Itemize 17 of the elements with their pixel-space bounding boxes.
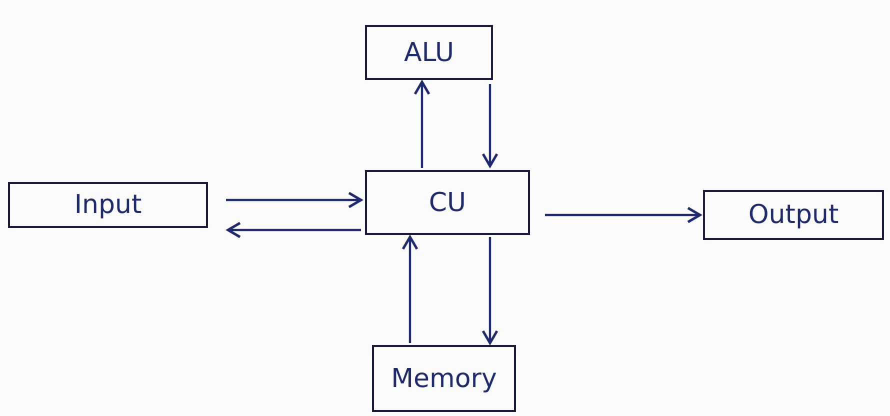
- arrow: [226, 222, 361, 238]
- arrow: [482, 237, 498, 344]
- arrow: [414, 80, 430, 168]
- process-box: [365, 25, 493, 80]
- node-label: Input: [74, 190, 142, 220]
- process-box: [703, 190, 884, 240]
- arrow: [482, 84, 498, 168]
- arrow: [545, 206, 702, 224]
- process-box: [365, 170, 530, 235]
- node-label: CU: [428, 188, 466, 218]
- node-label: Memory: [391, 364, 497, 394]
- process-box: [8, 182, 208, 228]
- arrow: [226, 192, 362, 208]
- arrow: [402, 236, 418, 343]
- process-box: [372, 345, 516, 412]
- node-label: ALU: [404, 38, 454, 68]
- node-label: Output: [748, 200, 839, 230]
